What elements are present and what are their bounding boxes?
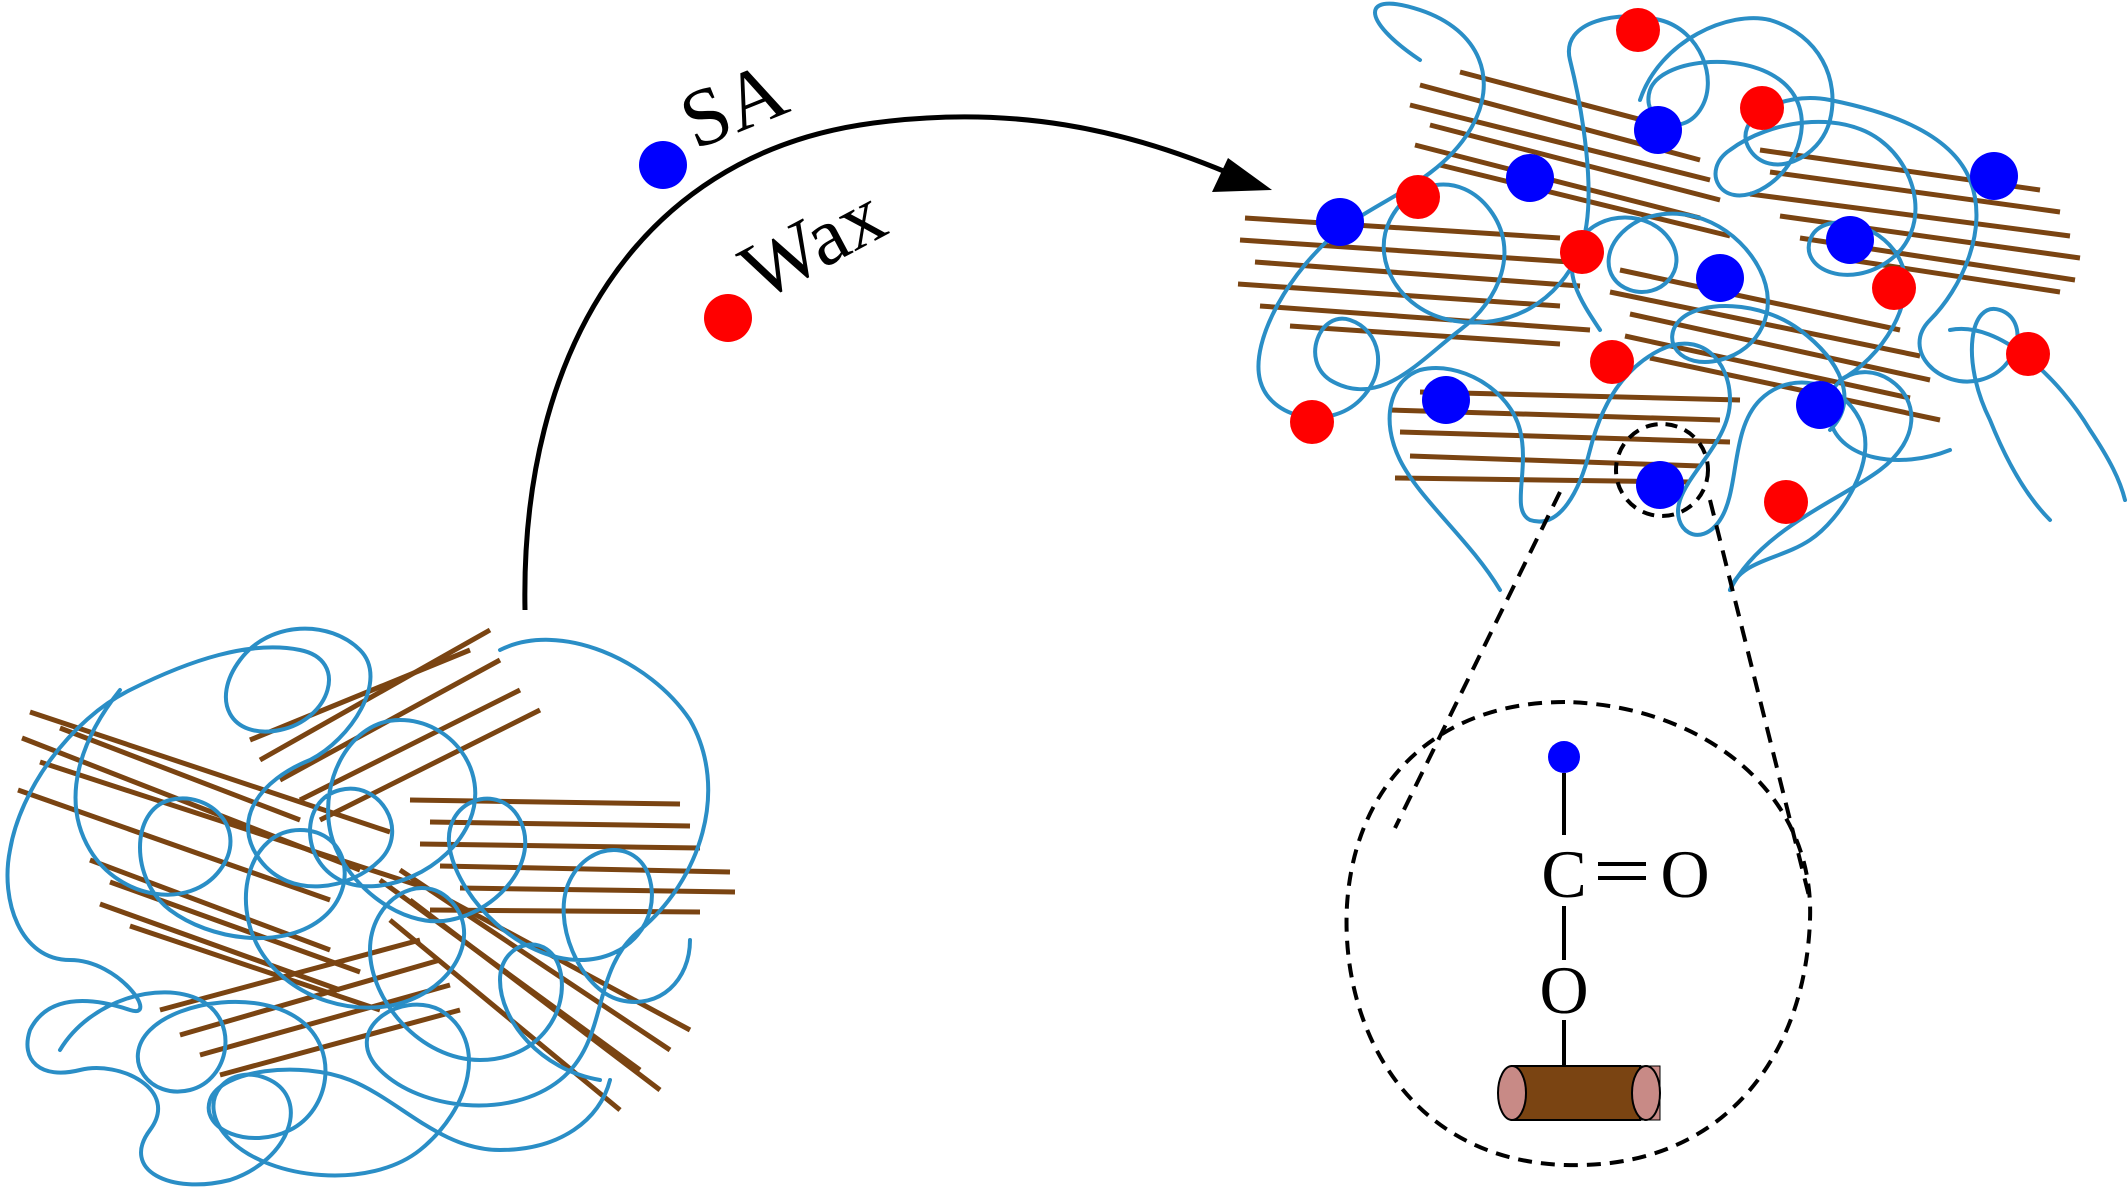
sa-marker-icon bbox=[639, 141, 687, 189]
zoom-connectors bbox=[1393, 491, 1812, 901]
wax-particle bbox=[1740, 86, 1784, 130]
wax-particle bbox=[1764, 480, 1808, 524]
wax-particle bbox=[1290, 400, 1334, 444]
highlight-circle bbox=[1614, 422, 1710, 518]
sa-particle bbox=[1826, 216, 1874, 264]
wax-particle bbox=[1560, 230, 1604, 274]
modified-network bbox=[1237, 1, 2127, 592]
zoom-inset: C O O bbox=[1344, 699, 1813, 1168]
untreated-bundle bbox=[5, 626, 736, 1187]
legend: SA Wax bbox=[639, 43, 899, 342]
sa-particle bbox=[1506, 154, 1554, 202]
untreated-polymer-chain-2 bbox=[73, 688, 602, 1082]
carbon-label: C bbox=[1541, 836, 1586, 912]
wax-particle bbox=[1396, 175, 1440, 219]
ester-oxygen-label: O bbox=[1539, 952, 1588, 1028]
fiber-cylinder-icon bbox=[1497, 1065, 1661, 1121]
untreated-polymer-chain-3 bbox=[58, 990, 612, 1152]
sa-particle bbox=[1316, 198, 1364, 246]
zoom-line-left bbox=[1393, 491, 1562, 829]
zoom-line-right bbox=[1708, 499, 1812, 901]
inset-sa-particle-icon bbox=[1548, 741, 1580, 773]
wax-particle bbox=[2006, 332, 2050, 376]
process-arrow bbox=[522, 114, 1272, 611]
arrow-head-icon bbox=[1212, 158, 1272, 192]
modified-polymer-chain-3 bbox=[1948, 326, 2127, 502]
untreated-fibers bbox=[17, 627, 736, 1112]
wax-particle bbox=[1872, 266, 1916, 310]
wax-marker-icon bbox=[704, 294, 752, 342]
inset-outline bbox=[1344, 699, 1813, 1168]
wax-particles bbox=[1290, 8, 2050, 524]
wax-particle bbox=[1616, 8, 1660, 52]
sa-particle bbox=[1696, 254, 1744, 302]
modified-polymer-chain-4 bbox=[1387, 341, 1868, 592]
wax-particle bbox=[1590, 340, 1634, 384]
sa-particle bbox=[1422, 376, 1470, 424]
sa-particle bbox=[1634, 106, 1682, 154]
modified-polymer-chain bbox=[1256, 1, 1918, 420]
arrow-curve bbox=[522, 114, 1241, 611]
carbonyl-oxygen-label: O bbox=[1660, 836, 1709, 912]
sa-particle-highlighted bbox=[1636, 461, 1684, 509]
sa-particles bbox=[1316, 106, 2018, 509]
sa-particle bbox=[1796, 381, 1844, 429]
modified-polymer-chain-6 bbox=[1728, 370, 1952, 592]
sa-particle bbox=[1970, 152, 2018, 200]
wax-label: Wax bbox=[726, 168, 900, 318]
modified-polymer-chain-2 bbox=[1638, 16, 2052, 522]
modified-polymer-chain-5 bbox=[1569, 211, 1847, 432]
